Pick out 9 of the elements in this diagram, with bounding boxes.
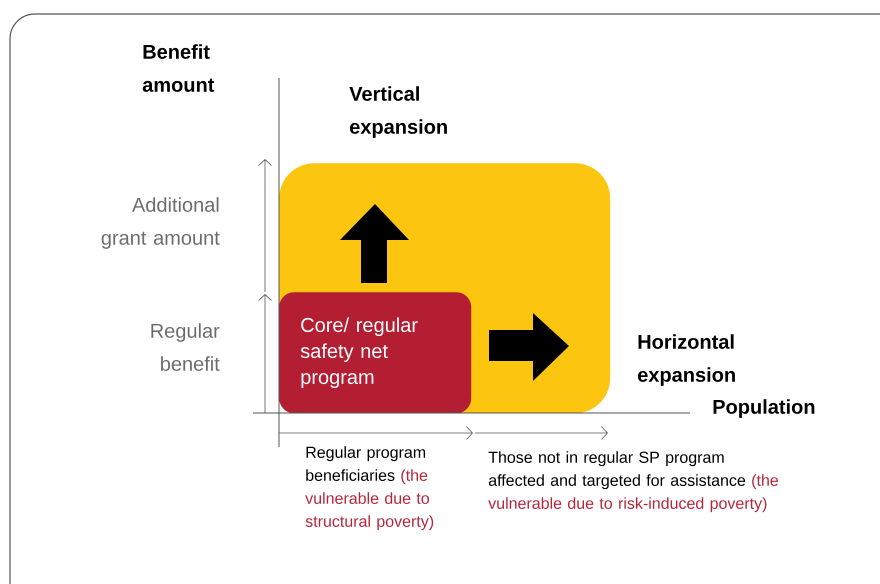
benefit-label: Additional grant amount bbox=[102, 197, 220, 249]
axis-title: Population bbox=[714, 399, 814, 418]
expansion-label: Horizontal expansion bbox=[638, 334, 735, 386]
axis-title: Benefit amount bbox=[142, 44, 214, 92]
program-box: Core/ regular safety net program bbox=[279, 292, 472, 414]
group-description: Regular program beneficiaries (the vulnerable due to structural poverty) bbox=[305, 446, 434, 530]
group-description: Those not in regular SP program affected and targeted for assistance (the vulnerable due to risk-induced poverty) bbox=[488, 451, 778, 512]
expansion-label: Vertical expansion bbox=[349, 86, 447, 138]
benefit-label: Regular benefit bbox=[151, 323, 220, 371]
